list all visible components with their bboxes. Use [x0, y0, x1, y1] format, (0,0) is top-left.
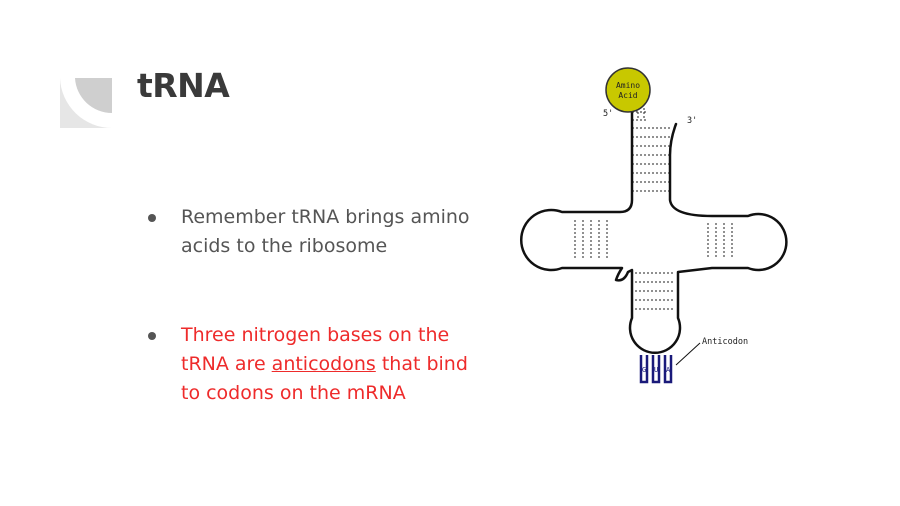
amino-acid-label-line1: Amino: [616, 81, 640, 90]
amino-acid-label-line2: Acid: [618, 91, 637, 100]
anticodon-pointer: [675, 342, 701, 366]
three-prime-label: 3': [687, 116, 697, 126]
anticodon-label: Anticodon: [702, 337, 748, 347]
anticodon-loop: [639, 355, 673, 384]
t-stem-base-pairs: [707, 223, 733, 257]
anticodon-base: U: [654, 366, 658, 374]
bullet-dot-icon: [148, 332, 156, 340]
anticodon-bases: G U A: [642, 366, 671, 374]
acceptor-stem-base-pairs: [632, 108, 670, 192]
amino-acid-circle: [605, 67, 651, 113]
anticodons-term: anticodons: [271, 353, 376, 375]
five-prime-label: 5': [603, 109, 613, 119]
anticodon-base: A: [666, 366, 671, 374]
bullet-text-after: that bind to codons on the mRNA: [181, 353, 468, 404]
bullet-item: Remember tRNA brings amino acids to the …: [146, 203, 476, 261]
bullet-text: Three nitrogen bases on the tRNA are ant…: [181, 321, 476, 408]
slide-title: tRNA: [137, 66, 230, 105]
trna-diagram: G U A Anticodon 5' 3' Amino Acid: [519, 67, 788, 384]
bullet-item-highlight: Three nitrogen bases on the tRNA are ant…: [146, 321, 476, 408]
trna-outline: [519, 108, 788, 355]
corner-decoration: [60, 78, 112, 129]
anticodon-base: G: [642, 366, 646, 374]
anticodon-stem-base-pairs: [635, 272, 675, 310]
d-stem-base-pairs: [574, 220, 608, 260]
bullet-dot-icon: [148, 214, 156, 222]
bullet-text-before: Three nitrogen bases on the tRNA are: [181, 324, 450, 375]
bullet-text: Remember tRNA brings amino acids to the …: [181, 206, 470, 257]
